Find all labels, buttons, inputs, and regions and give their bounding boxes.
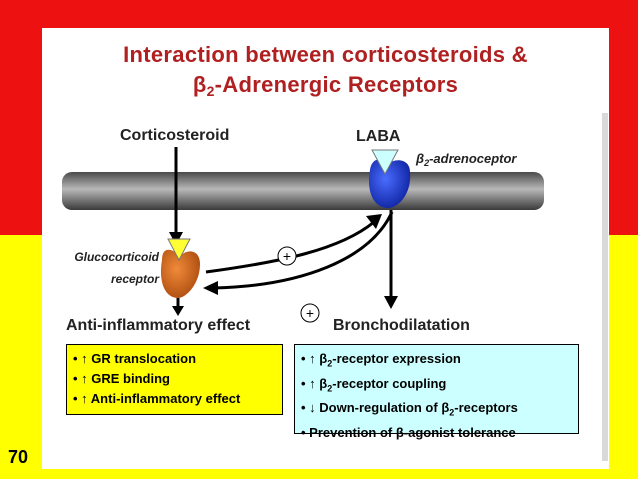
- plus-sign-lower: +: [306, 305, 314, 321]
- beta2-adrenoceptor-label: β2-adrenoceptor: [415, 151, 517, 168]
- glucocorticoid-label-line1: Glucocorticoid: [74, 250, 159, 264]
- gr-effect-item: • ↑ GR translocation: [73, 351, 197, 366]
- gr-to-b2-arrow: [205, 220, 375, 274]
- glucocorticoid-label-line2: receptor: [111, 272, 160, 286]
- glucocorticoid-receptor-shape: [160, 249, 200, 298]
- b2-effect-item: • ↑ β2-receptor expression: [301, 351, 461, 369]
- bronchodilatation-arrowhead: [384, 296, 398, 309]
- cell-membrane: [62, 172, 544, 210]
- gr-to-b2-arrowhead: [366, 214, 382, 229]
- b2-effect-item: • ↑ β2-receptor coupling: [301, 375, 447, 394]
- b2-effect-item: • ↓ Down-regulation of β2-receptors: [301, 400, 518, 418]
- corticosteroid-label: Corticosteroid: [120, 127, 229, 144]
- slide-title: Interaction between corticosteroids & β2…: [42, 40, 609, 106]
- slide-number: 70: [8, 447, 29, 467]
- b2-effect-item: • Prevention of β-agonist tolerance: [301, 424, 516, 440]
- gr-effects-box: • ↑ GR translocation • ↑ GRE binding • ↑…: [66, 344, 283, 415]
- gr-effect-item: • ↑ Anti-inflammatory effect: [73, 391, 241, 406]
- plus-circle-upper: [277, 246, 297, 266]
- anti-inflammatory-arrowhead: [172, 306, 184, 316]
- laba-label: LABA: [356, 128, 401, 145]
- bronchodilatation-label: Bronchodilatation: [333, 317, 470, 334]
- gr-effect-item: • ↑ GRE binding: [73, 371, 170, 386]
- beta2-adrenoceptor-shape: [368, 159, 411, 208]
- title-line-1: Interaction between corticosteroids &: [123, 42, 528, 67]
- b2-to-gr-arrowhead: [203, 281, 218, 295]
- anti-inflammatory-label: Anti-inflammatory effect: [66, 317, 251, 334]
- laba-ligand-icon: [371, 149, 399, 176]
- b2-to-gr-arrow: [213, 211, 394, 290]
- plus-circle-lower: [300, 303, 320, 323]
- corticosteroid-ligand-icon: [167, 238, 191, 262]
- title-line-2: β2-Adrenergic Receptors: [192, 72, 459, 99]
- b2-effects-box: • ↑ β2-receptor expression • ↑ β2-recept…: [294, 344, 579, 440]
- plus-sign-upper: +: [283, 248, 291, 264]
- figure-border: [602, 113, 608, 461]
